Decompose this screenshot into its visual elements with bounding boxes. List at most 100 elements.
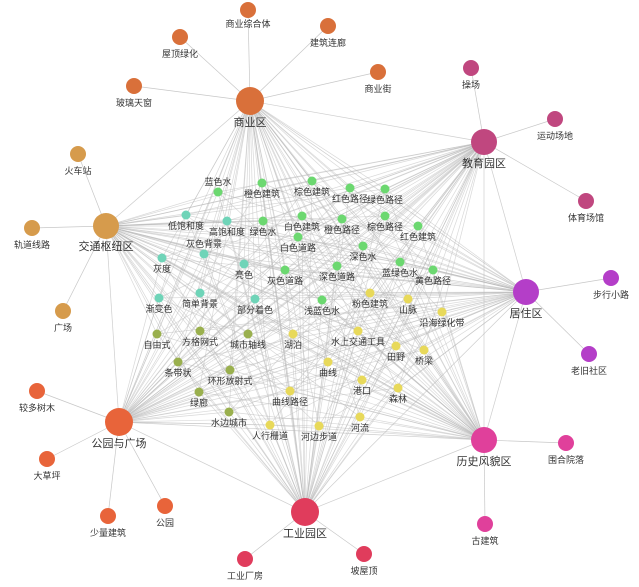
feature-node[interactable]	[297, 211, 307, 221]
feature-label: 水上交通工具	[331, 336, 385, 348]
satellite-node[interactable]	[126, 78, 142, 94]
feature-node[interactable]	[307, 176, 317, 186]
edge	[105, 225, 425, 351]
satellite-node[interactable]	[237, 551, 253, 567]
feature-node[interactable]	[154, 293, 164, 303]
feature-node[interactable]	[288, 329, 298, 339]
feature-node[interactable]	[317, 295, 327, 305]
hub-node[interactable]	[105, 408, 133, 436]
feature-node[interactable]	[419, 345, 429, 355]
feature-node[interactable]	[195, 288, 205, 298]
satellite-node[interactable]	[547, 111, 563, 127]
feature-label: 渐变色	[145, 303, 172, 315]
hub-node[interactable]	[291, 498, 319, 526]
satellite-node[interactable]	[320, 18, 336, 34]
edge	[284, 141, 485, 271]
feature-node[interactable]	[353, 326, 363, 336]
edge	[161, 141, 485, 259]
feature-node[interactable]	[428, 265, 438, 275]
feature-node[interactable]	[323, 357, 333, 367]
feature-node[interactable]	[225, 365, 235, 375]
feature-node[interactable]	[293, 232, 303, 242]
satellite-node[interactable]	[240, 2, 256, 18]
feature-node[interactable]	[258, 216, 268, 226]
feature-node[interactable]	[285, 386, 295, 396]
feature-node[interactable]	[365, 288, 375, 298]
edge	[105, 225, 245, 265]
feature-node[interactable]	[195, 326, 205, 336]
satellite-node[interactable]	[370, 64, 386, 80]
feature-node[interactable]	[337, 214, 347, 224]
feature-node[interactable]	[239, 259, 249, 269]
satellite-node[interactable]	[477, 516, 493, 532]
feature-node[interactable]	[380, 211, 390, 221]
edge	[118, 333, 294, 423]
edge	[289, 291, 527, 392]
edge	[249, 100, 320, 427]
satellite-node[interactable]	[24, 220, 40, 236]
satellite-node[interactable]	[55, 303, 71, 319]
edge	[362, 245, 527, 293]
edge	[397, 387, 485, 441]
feature-node[interactable]	[213, 187, 223, 197]
feature-node[interactable]	[413, 221, 423, 231]
feature-node[interactable]	[181, 210, 191, 220]
satellite-node[interactable]	[100, 508, 116, 524]
feature-node[interactable]	[355, 412, 365, 422]
satellite-node[interactable]	[463, 60, 479, 76]
edge	[105, 225, 323, 301]
edge	[198, 291, 527, 393]
feature-node[interactable]	[222, 216, 232, 226]
hub-node[interactable]	[513, 279, 539, 305]
hub-edge	[105, 100, 251, 227]
satellite-node[interactable]	[172, 29, 188, 45]
feature-node[interactable]	[173, 357, 183, 367]
feature-node[interactable]	[250, 294, 260, 304]
feature-node[interactable]	[393, 383, 403, 393]
feature-node[interactable]	[157, 253, 167, 263]
feature-node[interactable]	[332, 261, 342, 271]
edge	[105, 225, 397, 347]
feature-node[interactable]	[224, 407, 234, 417]
hub-node[interactable]	[236, 87, 264, 115]
feature-node[interactable]	[152, 329, 162, 339]
edge	[105, 225, 201, 294]
hub-node[interactable]	[471, 427, 497, 453]
feature-node[interactable]	[194, 387, 204, 397]
feature-node[interactable]	[243, 329, 253, 339]
satellite-edge	[483, 439, 486, 525]
satellite-node[interactable]	[39, 451, 55, 467]
feature-node[interactable]	[345, 183, 355, 193]
feature-label: 灰色背景	[186, 238, 222, 250]
hub-node[interactable]	[93, 213, 119, 239]
hub-label: 商业区	[234, 115, 267, 129]
satellite-label: 商业综合体	[225, 18, 270, 30]
feature-node[interactable]	[280, 265, 290, 275]
feature-node[interactable]	[403, 294, 413, 304]
edge	[327, 291, 527, 363]
edge	[249, 100, 443, 313]
feature-node[interactable]	[380, 184, 390, 194]
satellite-node[interactable]	[70, 146, 86, 162]
feature-node[interactable]	[314, 421, 324, 431]
hub-label: 工业园区	[283, 527, 327, 540]
feature-node[interactable]	[395, 257, 405, 267]
feature-node[interactable]	[437, 307, 447, 317]
feature-node[interactable]	[357, 375, 367, 385]
satellite-node[interactable]	[578, 193, 594, 209]
satellite-node[interactable]	[581, 346, 597, 362]
edge	[105, 225, 231, 371]
feature-node[interactable]	[358, 241, 368, 251]
satellite-node[interactable]	[603, 270, 619, 286]
feature-node[interactable]	[257, 178, 267, 188]
feature-node[interactable]	[199, 249, 209, 259]
feature-node[interactable]	[265, 420, 275, 430]
satellite-node[interactable]	[558, 435, 574, 451]
feature-node[interactable]	[391, 341, 401, 351]
satellite-node[interactable]	[356, 546, 372, 562]
satellite-node[interactable]	[157, 498, 173, 514]
hub-edge	[304, 141, 485, 513]
satellite-node[interactable]	[29, 383, 45, 399]
hub-node[interactable]	[471, 129, 497, 155]
